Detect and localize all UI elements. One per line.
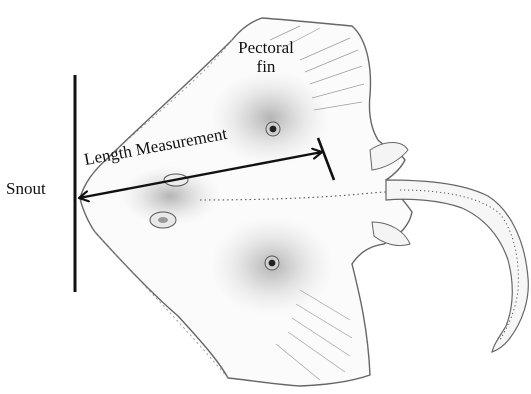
pectoral-fin-label-line1: Pectoral bbox=[218, 38, 314, 57]
eye-spot-lower bbox=[265, 256, 279, 270]
eye-spot-upper bbox=[266, 122, 280, 136]
pectoral-fin-label-line2: fin bbox=[218, 57, 314, 76]
snout-label: Snout bbox=[6, 179, 46, 198]
shade-upper bbox=[210, 70, 330, 166]
spiracle-inner bbox=[158, 217, 168, 223]
pectoral-fin-label: Pectoral fin bbox=[218, 38, 314, 76]
